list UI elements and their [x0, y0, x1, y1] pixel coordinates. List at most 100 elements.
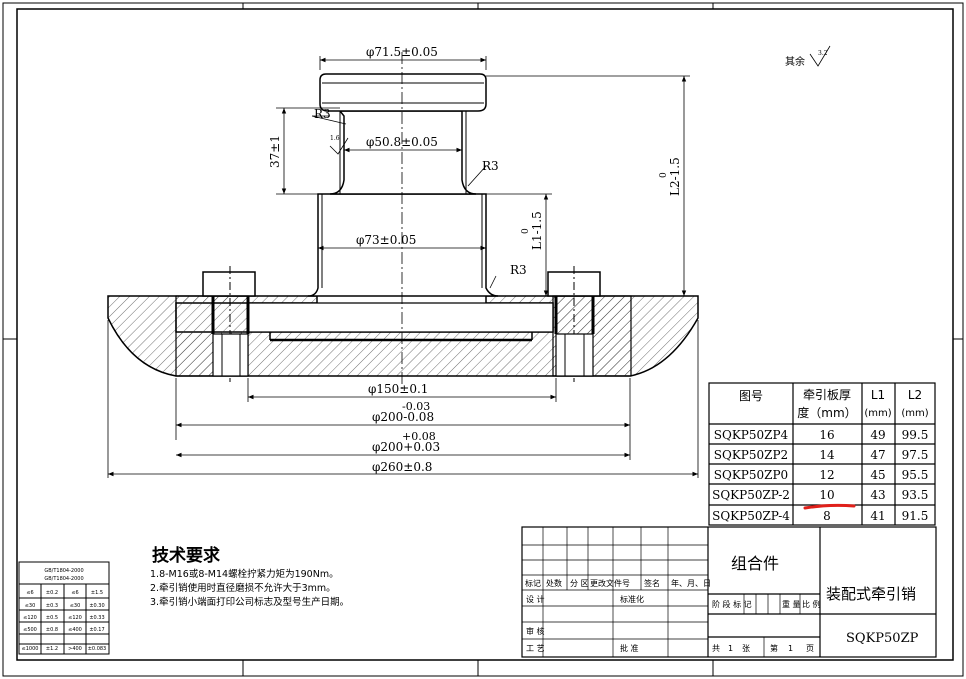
tol-cell: ±0.3: [46, 603, 58, 609]
dim-radius-3: R3: [510, 263, 527, 277]
tol-title-2: GB/T1804-2000: [44, 576, 83, 582]
spec-cell: 12: [819, 468, 834, 482]
dimension-lines: [107, 45, 831, 478]
tb-sheet-no-n: 1: [788, 644, 793, 653]
spec-cell: 99.5: [902, 428, 929, 442]
dim-l1: L1-1.5: [530, 211, 544, 250]
spec-cell: 10: [819, 488, 834, 502]
tech-line-1: 1.8-M16或8-M14螺栓拧紧力矩为190Nm。: [150, 569, 339, 580]
tech-requirements-title: 技术要求: [152, 546, 220, 566]
dim-d150: φ150±0.1: [368, 382, 428, 396]
highlight-mark: [803, 503, 856, 510]
tol-title-1: GB/T1804-2000: [44, 568, 83, 574]
dim-d200b-upper: +0.08: [402, 430, 436, 443]
spec-cell: 49: [870, 428, 885, 442]
spec-cell: SQKP50ZP0: [714, 468, 788, 482]
plate-cavity: [247, 302, 554, 333]
tol-cell: ±0.5: [46, 615, 58, 621]
dim-neck-diameter: φ50.8±0.05: [366, 135, 438, 149]
tb-label-doc: 更改文件号: [590, 578, 630, 588]
spec-cell: 91.5: [902, 509, 929, 523]
roughness-neck: 1.6: [330, 135, 340, 142]
spec-cell: 93.5: [902, 488, 929, 502]
spec-header-l2-1: L2: [908, 388, 922, 402]
tol-cell: ±0.33: [89, 615, 104, 621]
spec-cell: 14: [819, 448, 835, 462]
tol-cell: ≤1000: [22, 646, 39, 652]
dim-l2-zero: 0: [659, 172, 669, 178]
tol-cell: ±0.083: [88, 646, 107, 652]
tb-part-name: 装配式牵引销: [826, 585, 916, 603]
tol-cell: ≤30: [70, 603, 81, 609]
tb-design: 设 计: [526, 594, 545, 604]
tb-sheets-total-n: 1: [728, 644, 733, 653]
spec-header-l2-2: (mm): [901, 408, 928, 419]
tol-cell: >400: [68, 646, 82, 652]
pin-neck: [329, 110, 477, 195]
spec-cell: 95.5: [902, 468, 929, 482]
spec-header-part-no: 图号: [739, 389, 763, 403]
tb-stage: 阶 段 标 记: [712, 599, 752, 609]
tol-cell: ≤6: [71, 590, 78, 596]
spec-cell: 8: [823, 509, 831, 523]
spec-cell: SQKP50ZP4: [714, 428, 789, 442]
tol-cell: ≤400: [68, 627, 82, 633]
tb-sheet-unit: 页: [806, 644, 814, 653]
tech-line-2: 2.牵引销使用时直径磨损不允许大于3mm。: [150, 583, 336, 594]
spec-cell: 16: [819, 428, 834, 442]
dim-shank-diameter: φ73±0.05: [356, 233, 416, 247]
tb-label-count: 处数: [546, 578, 562, 588]
dim-top-diameter: φ71.5±0.05: [366, 45, 438, 59]
tb-assembly: 组合件: [731, 554, 779, 573]
tb-weight: 重 量: [782, 599, 801, 609]
spec-cell: 41: [870, 509, 885, 523]
spec-cell: SQKP50ZP-4: [712, 509, 790, 523]
spec-cell: SQKP50ZP2: [714, 448, 788, 462]
spec-cell: 43: [870, 488, 885, 502]
spec-header-l1-2: (mm): [864, 408, 891, 419]
roughness-rest-value: 3.2: [818, 50, 828, 57]
tech-line-3: 3.牵引销小端面打印公司标志及型号生产日期。: [150, 597, 350, 608]
tol-cell: ±0.17: [89, 627, 104, 633]
tb-label-mark: 标记: [525, 578, 541, 588]
spec-cell: 47: [870, 448, 885, 462]
dim-radius-2: R3: [482, 159, 499, 173]
tol-cell: ≤120: [68, 615, 82, 621]
roughness-rest-label: 其余: [785, 55, 805, 68]
pin-shank: [307, 193, 499, 297]
tol-cell: ±1.2: [46, 646, 58, 652]
tolerance-table: GB/T1804-2000 GB/T1804-2000 ≤6±0.2≤6±1.5…: [18, 561, 110, 655]
dim-d200a-upper: -0.03: [402, 400, 430, 413]
spec-cell: 97.5: [902, 448, 929, 462]
dim-radius-1: R3: [314, 107, 331, 121]
kingpin-section: [107, 52, 699, 392]
spec-header-thickness-2: 度（mm）: [797, 405, 856, 420]
tol-cell: ≤500: [23, 627, 37, 633]
tol-cell: ±1.5: [91, 590, 103, 596]
dim-d260: φ260±0.8: [372, 460, 432, 474]
title-block: 标记 处数 分 区 更改文件号 签名 年、月、日 设 计 标准化 审 核 工 艺…: [521, 526, 937, 658]
tb-label-sign: 签名: [644, 578, 660, 588]
tol-cell: ≤30: [25, 603, 36, 609]
tb-sheets-total: 共: [712, 644, 720, 653]
tb-review: 审 核: [526, 626, 545, 636]
tol-cell: ±0.2: [46, 590, 58, 596]
tb-label-date: 年、月、日: [671, 578, 711, 588]
dim-l1-zero: 0: [521, 228, 531, 234]
tb-sheets-unit: 张: [742, 644, 750, 653]
tol-cell: ≤120: [23, 615, 37, 621]
bolt-block-left: [202, 271, 256, 297]
dim-neck-height: 37±1: [268, 135, 282, 168]
spec-header-thickness-1: 牵引板厚: [803, 388, 851, 402]
dim-d200b: φ200+0.03: [372, 440, 440, 454]
tb-scale: 比 例: [802, 599, 821, 609]
spec-cell: SQKP50ZP-2: [712, 488, 790, 502]
tb-part-code: SQKP50ZP: [846, 631, 919, 646]
dim-l2: L2-1.5: [668, 157, 682, 196]
tol-cell: ±0.30: [89, 603, 104, 609]
tb-sheet-no: 第: [770, 643, 778, 653]
pin-head: [319, 73, 487, 112]
